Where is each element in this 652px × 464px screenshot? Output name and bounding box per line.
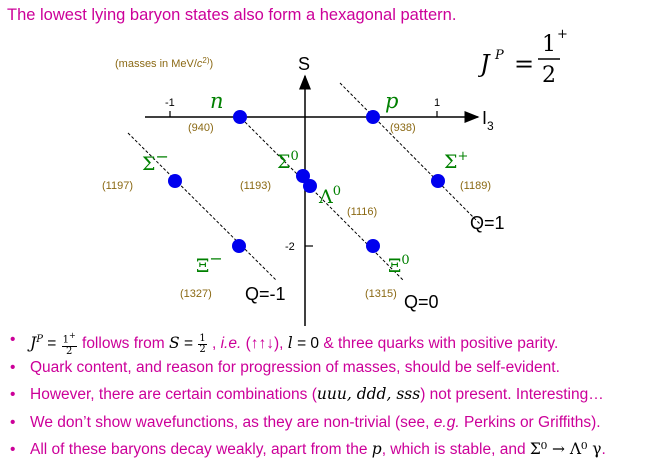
jp-p: P bbox=[494, 48, 504, 63]
charge-line-q0 bbox=[237, 114, 405, 282]
tick-label-minus2: -2 bbox=[285, 241, 295, 253]
fraction-half-plus: 1+2 bbox=[61, 331, 77, 357]
s-axis-label: S bbox=[298, 54, 310, 74]
symbol-xi-minus: Ξ− bbox=[196, 249, 223, 277]
particle-dot-sigma-zero bbox=[296, 169, 310, 183]
bullet-dot-icon: • bbox=[10, 331, 16, 348]
mass-p: (938) bbox=[390, 122, 416, 134]
particle-dot-n bbox=[233, 110, 247, 124]
mass-sigma-minus: (1197) bbox=[102, 180, 133, 192]
masses-note: (masses in MeV/c2)) bbox=[115, 56, 213, 70]
bullet-decays: •All of these baryons decay weakly, apar… bbox=[8, 436, 648, 464]
particle-dot-sigma-minus bbox=[168, 174, 182, 188]
charge-line-qm1 bbox=[127, 132, 278, 282]
symbol-sigma-plus: Σ+ bbox=[444, 149, 468, 173]
charge-label-q0: Q=0 bbox=[404, 292, 439, 312]
mass-lambda-zero: (1116) bbox=[347, 206, 377, 218]
jp-eq: = bbox=[514, 50, 534, 78]
i3-axis-label: I3 bbox=[482, 108, 494, 133]
symbol-sigma-minus: Σ− bbox=[142, 147, 169, 175]
slide-title: The lowest lying baryon states also form… bbox=[7, 6, 457, 24]
jp-num-sup: + bbox=[557, 27, 568, 42]
bullet-dot-icon: • bbox=[10, 358, 16, 376]
bullet-dot-icon: • bbox=[10, 386, 16, 403]
mass-sigma-plus: (1189) bbox=[460, 180, 491, 192]
bullet-quark-content: •Quark content, and reason for progressi… bbox=[8, 354, 648, 382]
jp-j: J bbox=[478, 50, 491, 78]
bullet-combinations: •However, there are certain combinations… bbox=[8, 381, 648, 409]
mass-xi-zero: (1315) bbox=[365, 288, 397, 300]
symbol-sigma-zero: Σ0 bbox=[277, 149, 299, 173]
jp-num: 1 bbox=[542, 32, 556, 57]
mass-n: (940) bbox=[188, 122, 214, 134]
particle-dot-xi-zero bbox=[366, 239, 380, 253]
charge-label-q1: Q=1 bbox=[470, 213, 505, 233]
symbol-lambda-zero: Λ0 bbox=[318, 184, 341, 208]
spin-parity-formula: J P = 1 + 2 bbox=[478, 27, 568, 88]
bullet-dot-icon: • bbox=[10, 441, 16, 458]
mass-xi-minus: (1327) bbox=[180, 288, 212, 300]
charge-label-qm1: Q=-1 bbox=[245, 284, 286, 304]
particle-dot-lambda-zero bbox=[303, 179, 317, 193]
charge-line-q1 bbox=[339, 82, 481, 225]
symbol-xi-zero: Ξ0 bbox=[388, 253, 410, 277]
tick-label-minus1: -1 bbox=[165, 97, 175, 109]
tick-label-plus1: 1 bbox=[434, 97, 440, 109]
particle-dot-xi-minus bbox=[232, 239, 246, 253]
symbol-p: p bbox=[385, 89, 398, 113]
baryon-octet-diagram: (masses in MeV/c2)) S I3 -1 1 -2 Q=1 Q=0… bbox=[102, 54, 505, 326]
bullet-wavefunctions: •We don’t show wavefunctions, as they ar… bbox=[8, 409, 648, 437]
mass-sigma-zero: (1193) bbox=[240, 180, 271, 192]
bullet-dot-icon: • bbox=[10, 413, 16, 431]
symbol-n: n bbox=[210, 89, 224, 113]
particle-dot-sigma-plus bbox=[431, 174, 445, 188]
jp-den: 2 bbox=[542, 63, 556, 88]
particle-dot-p bbox=[366, 110, 380, 124]
